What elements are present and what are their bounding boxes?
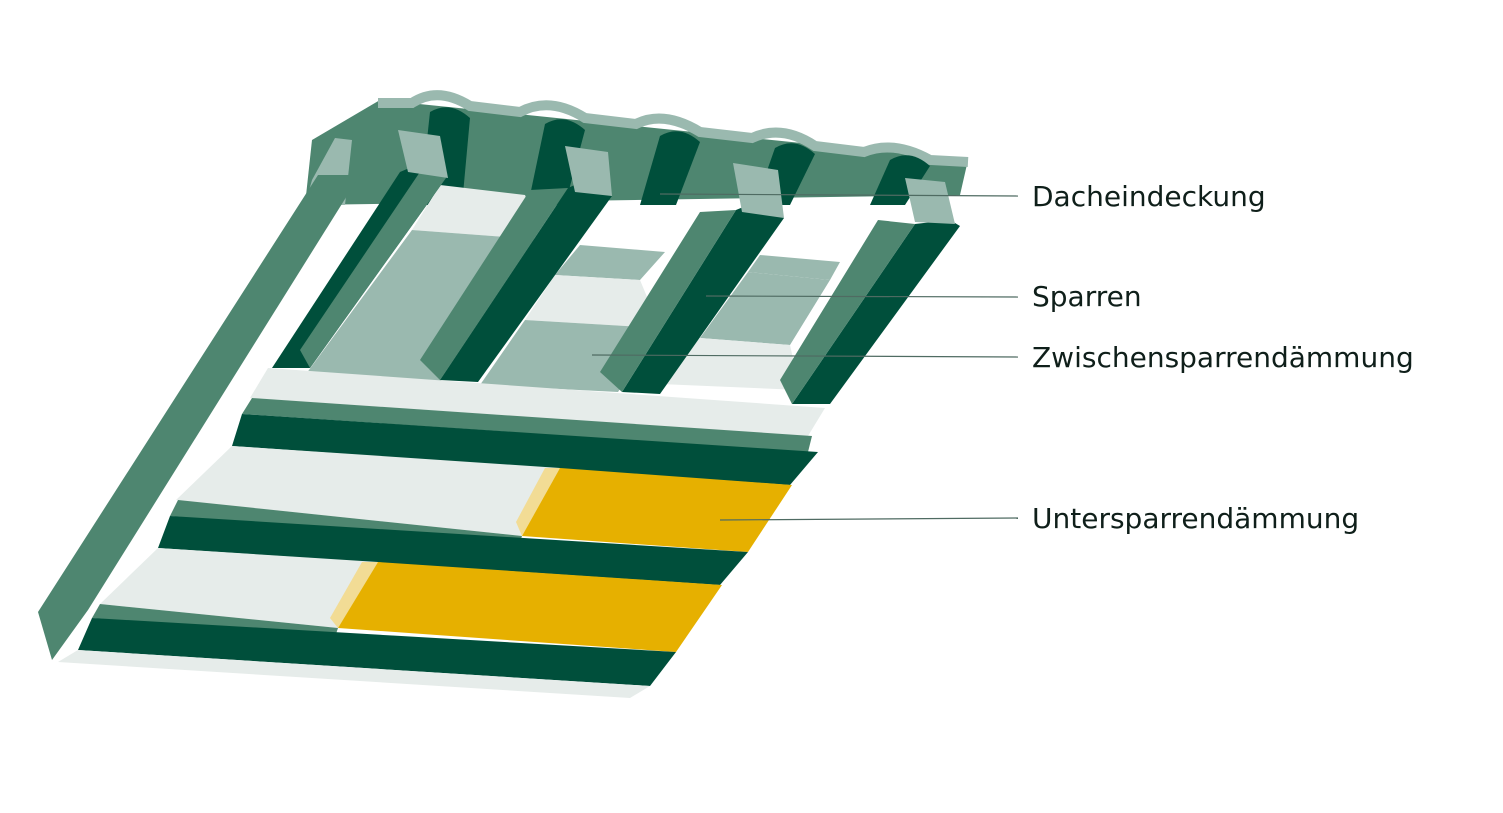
roof-tile-ridge-5	[870, 155, 930, 205]
batten-2-face	[158, 516, 748, 585]
rafter-3-side	[622, 200, 784, 394]
rafter-3-face	[600, 210, 736, 392]
insulation-panel-3-lower-face	[660, 338, 800, 390]
batten-1-face	[232, 414, 818, 485]
leader-line-rafters	[705, 295, 1019, 298]
label-roof-covering: Dacheindeckung	[1032, 180, 1266, 213]
insulation-panel-2-top	[555, 245, 665, 280]
leader-line-roof-covering	[659, 193, 1019, 197]
label-rafters: Sparren	[1032, 280, 1142, 313]
roof-tile-wave-highlight	[378, 90, 969, 167]
rafter-4-top	[905, 178, 955, 224]
rafter-2-top	[565, 146, 612, 196]
batten-3-face	[78, 618, 676, 686]
rafter-4-side	[792, 220, 960, 404]
side-board	[38, 175, 360, 660]
below-rafter-layer-group	[58, 368, 825, 698]
rafter-4-face	[780, 220, 915, 404]
labels: Dacheindeckung Sparren Zwischensparrendä…	[1032, 180, 1414, 535]
rafter-2-face	[420, 188, 568, 380]
label-between-rafter-insulation: Zwischensparrendämmung	[1032, 341, 1414, 374]
rafter-3-top	[733, 163, 784, 218]
bottom-board	[58, 650, 650, 698]
leader-lines	[591, 193, 1019, 521]
insulation-panel-3-upper-face	[700, 272, 830, 345]
rafter-1-face	[300, 160, 446, 368]
rafters-group	[272, 130, 960, 404]
leader-line-below-rafter-insulation	[719, 517, 1019, 521]
insulation-strip-2-yellow	[338, 562, 722, 652]
insulation-panel-2-upper-face	[525, 275, 660, 328]
insulation-strip-1-edge	[516, 468, 560, 536]
batten-1-top	[242, 398, 812, 452]
label-below-rafter-insulation: Untersparrendämmung	[1032, 502, 1359, 535]
rafter-1-top	[398, 130, 448, 178]
insulation-strip-1-yellow	[522, 468, 792, 552]
insulation-strip-2-pale	[100, 548, 378, 628]
roof-tile-ridge-2	[528, 119, 585, 205]
roof-tile-ridge-3	[640, 131, 700, 205]
leader-line-between-rafter-insulation	[591, 354, 1019, 358]
insulation-strip-1-pale	[176, 446, 560, 536]
insulation-panel-3-top	[748, 255, 840, 280]
rafter-2-side	[440, 178, 612, 382]
insulation-strip-2-edge	[330, 562, 378, 628]
lining-board-top	[250, 368, 825, 436]
